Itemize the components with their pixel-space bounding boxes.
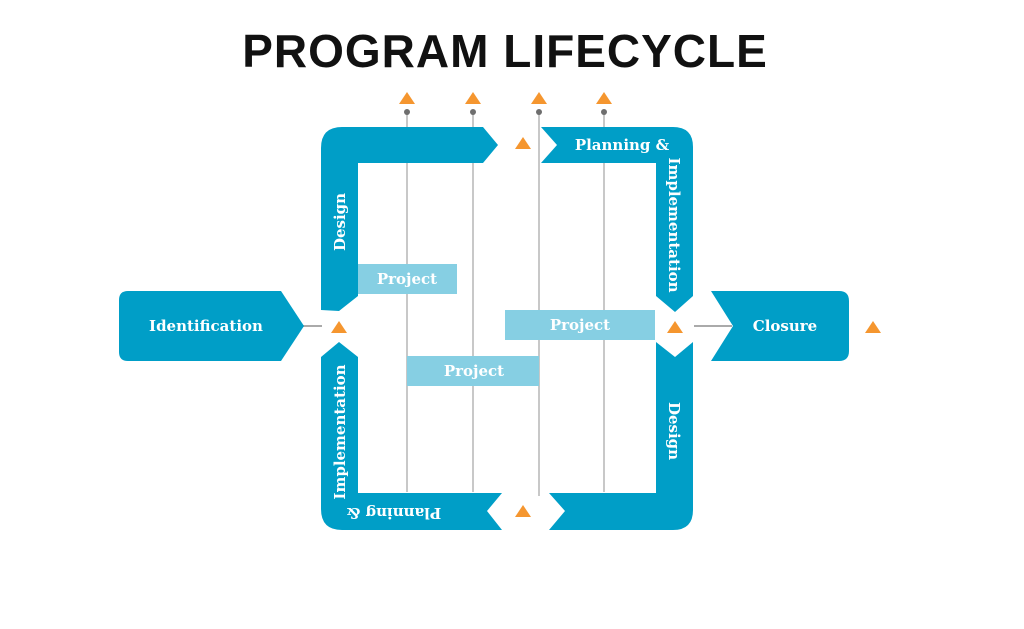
milestone-icon <box>331 321 347 333</box>
project-bar-2: Project <box>505 310 655 340</box>
milestone-icon <box>515 137 531 149</box>
gridline-dot-2 <box>470 109 476 115</box>
milestone-icon <box>667 321 683 333</box>
project-bar-3-label: Project <box>444 362 504 380</box>
stage-closure: Closure <box>711 291 849 361</box>
stage-closure-label: Closure <box>753 317 817 335</box>
stage-bottom-planning-label-2: Implementation <box>331 364 349 499</box>
milestones <box>331 92 881 517</box>
stage-bottom-design-label: Design <box>665 402 683 460</box>
project-bar-1: Project <box>358 264 457 294</box>
stage-bottom-planning-label-1: Planning & <box>346 504 441 522</box>
stage-top-planning-label-2: Implementation <box>665 157 683 292</box>
project-bar-3: Project <box>407 356 539 386</box>
gridline-dot-3 <box>536 109 542 115</box>
stage-bottom-planning: Planning & Implementation <box>321 342 502 530</box>
stage-top-design-label: Design <box>331 193 349 251</box>
milestone-icon <box>515 505 531 517</box>
stage-top-design: Design <box>321 127 498 311</box>
milestone-icon <box>465 92 481 104</box>
stage-identification-label: Identification <box>149 317 263 335</box>
project-bar-1-label: Project <box>377 270 437 288</box>
stage-top-planning-label-1: Planning & <box>575 136 670 154</box>
milestone-icon <box>865 321 881 333</box>
stage-top-planning: Planning & Implementation <box>541 127 693 312</box>
diagram-title: PROGRAM LIFECYCLE <box>242 25 768 77</box>
milestone-icon <box>531 92 547 104</box>
milestone-icon <box>399 92 415 104</box>
gridline-dot-1 <box>404 109 410 115</box>
gridline-dot-4 <box>601 109 607 115</box>
timeline-gridlines <box>404 109 607 496</box>
milestone-icon <box>596 92 612 104</box>
stage-bottom-design: Design <box>549 342 693 530</box>
project-bar-2-label: Project <box>550 316 610 334</box>
stage-identification: Identification <box>119 291 304 361</box>
